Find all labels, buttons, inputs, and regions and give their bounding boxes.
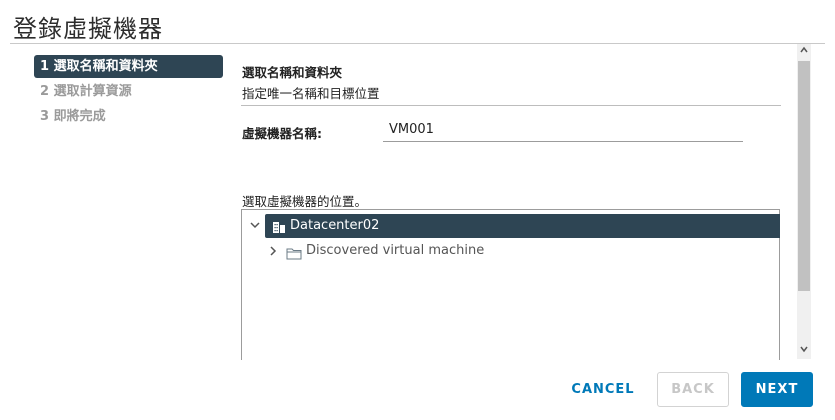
cancel-button[interactable]: CANCEL: [571, 382, 635, 397]
folder-icon: [286, 245, 302, 269]
datacenter-icon: [272, 219, 286, 243]
tree-selection-highlight: [265, 214, 780, 238]
next-button[interactable]: NEXT: [741, 372, 813, 407]
dialog-title: 登錄虛擬機器: [13, 15, 163, 43]
back-button[interactable]: BACK: [657, 372, 729, 407]
scroll-down-arrow-icon[interactable]: [797, 344, 811, 358]
scrollbar-thumb[interactable]: [798, 61, 810, 291]
step-select-name-folder[interactable]: 1 選取名稱和資料夾: [34, 55, 223, 78]
chevron-down-icon[interactable]: [247, 214, 263, 238]
location-label: 選取虛擬機器的位置。: [242, 194, 368, 209]
section-subtitle: 指定唯一名稱和目標位置: [242, 86, 380, 101]
tree-node-datacenter[interactable]: Datacenter02: [243, 214, 780, 238]
step-select-compute-resource: 2 選取計算資源: [40, 84, 132, 99]
step-ready-to-complete: 3 即將完成: [40, 109, 106, 124]
tree-node-label: Datacenter02: [290, 218, 380, 233]
section-divider: [241, 105, 781, 106]
step-content: 選取名稱和資料夾 指定唯一名稱和目標位置 虛擬機器名稱: 選取虛擬機器的位置。: [241, 48, 796, 360]
vm-name-input[interactable]: [383, 118, 743, 142]
tree-node-folder[interactable]: Discovered virtual machine: [243, 239, 780, 263]
vm-name-label: 虛擬機器名稱:: [242, 126, 322, 141]
section-title: 選取名稱和資料夾: [242, 65, 343, 80]
tree-node-label: Discovered virtual machine: [306, 243, 485, 258]
title-divider: [10, 43, 825, 44]
scroll-up-arrow-icon[interactable]: [797, 45, 811, 59]
location-tree[interactable]: Datacenter02 Discovered virtual machine: [241, 209, 780, 360]
chevron-right-icon[interactable]: [265, 239, 281, 263]
